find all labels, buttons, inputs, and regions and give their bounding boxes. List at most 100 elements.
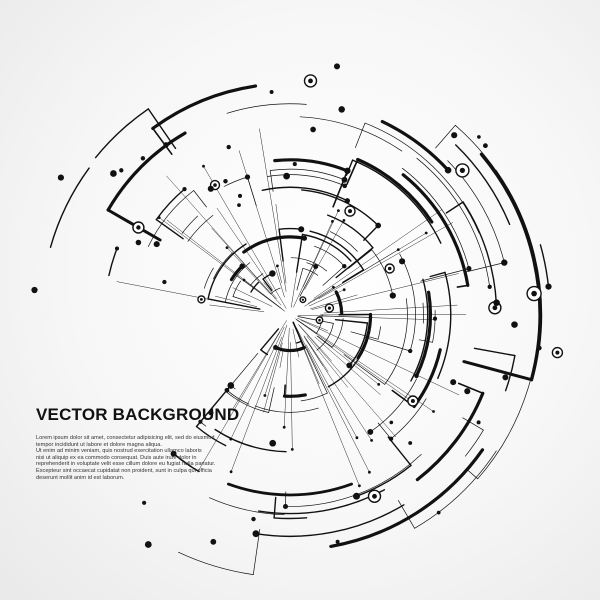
circuit-trace bbox=[155, 218, 184, 240]
circuit-trace bbox=[300, 319, 460, 396]
circuit-trace bbox=[432, 310, 436, 343]
body-copy: Lorem ipsum dolor sit amet, consectetur … bbox=[36, 435, 246, 481]
circuit-node bbox=[263, 394, 267, 397]
circuit-trace bbox=[263, 282, 277, 299]
circuit-node bbox=[162, 279, 167, 285]
body-line: tempor incididunt ut labore et dolore ma… bbox=[36, 441, 162, 448]
circuit-trace bbox=[233, 320, 287, 409]
circuit-trace bbox=[268, 387, 275, 413]
circuit-node bbox=[182, 187, 187, 192]
circuit-trace bbox=[297, 317, 328, 331]
circuit-trace bbox=[261, 186, 348, 202]
circuit-trace bbox=[187, 215, 214, 242]
circuit-trace bbox=[356, 157, 434, 224]
circuit-trace bbox=[327, 214, 374, 249]
circuit-node bbox=[223, 178, 228, 184]
circuit-node bbox=[432, 410, 435, 413]
circuit-node bbox=[408, 441, 413, 445]
circuit-trace bbox=[147, 190, 195, 247]
circuit-node bbox=[487, 284, 492, 289]
circuit-node bbox=[342, 263, 347, 269]
circuit-trace bbox=[308, 327, 409, 400]
circuit-node bbox=[237, 203, 241, 207]
circuit-trace bbox=[108, 247, 118, 277]
circuit-node bbox=[369, 315, 373, 319]
circuit-trace bbox=[301, 233, 352, 262]
circuit-node bbox=[251, 516, 256, 522]
circuit-node bbox=[355, 436, 359, 440]
circuit-trace bbox=[181, 215, 198, 234]
circuit-node bbox=[338, 106, 345, 113]
circuit-trace bbox=[309, 230, 365, 271]
circuit-trace bbox=[260, 328, 280, 351]
circuit-trace bbox=[298, 325, 397, 438]
circuit-node bbox=[282, 425, 286, 429]
circuit-node bbox=[141, 500, 147, 505]
circuit-node bbox=[424, 231, 428, 235]
circuit-node bbox=[377, 383, 381, 386]
circuit-trace bbox=[298, 324, 332, 362]
circuit-node bbox=[114, 246, 120, 251]
circuit-node bbox=[444, 166, 452, 174]
circuit-node bbox=[502, 374, 509, 381]
circuit-node bbox=[370, 439, 373, 442]
circuit-node bbox=[501, 259, 508, 266]
circuit-trace bbox=[226, 103, 307, 114]
circuit-trace bbox=[250, 281, 260, 293]
circuit-node bbox=[368, 470, 371, 474]
circuit-trace bbox=[355, 464, 412, 497]
circuit-node bbox=[157, 216, 161, 220]
circuit-node bbox=[119, 168, 124, 173]
circuit-trace bbox=[269, 168, 345, 181]
circuit-trace bbox=[303, 335, 329, 372]
circuit-trace bbox=[462, 417, 484, 431]
circuit-trace bbox=[334, 290, 344, 315]
circuit-node bbox=[242, 278, 246, 282]
body-line: nisi ut aliquip ex ea commodo consequat.… bbox=[36, 454, 197, 461]
circuit-trace bbox=[345, 159, 354, 176]
circuit-trace bbox=[107, 144, 167, 211]
circuit-trace bbox=[299, 116, 403, 152]
circuit-node bbox=[342, 219, 346, 222]
circuit-trace bbox=[343, 354, 386, 385]
circuit-trace bbox=[298, 335, 360, 487]
circuit-node bbox=[358, 484, 361, 488]
circuit-trace bbox=[462, 201, 498, 305]
circuit-trace bbox=[278, 227, 302, 230]
circuit-trace bbox=[310, 294, 358, 310]
circuit-trace bbox=[369, 378, 417, 433]
circuit-node-core bbox=[200, 298, 203, 301]
circuit-trace bbox=[355, 122, 366, 148]
circuit-trace bbox=[226, 389, 250, 405]
circuit-node-core bbox=[136, 225, 141, 230]
circuit-trace bbox=[166, 219, 281, 308]
circuit-trace bbox=[292, 328, 300, 358]
circuit-node-core bbox=[318, 318, 321, 322]
circuit-node-core bbox=[555, 350, 560, 355]
circuit-trace bbox=[213, 252, 233, 280]
circuit-trace bbox=[255, 504, 405, 538]
circuit-node bbox=[290, 448, 294, 451]
circuit-node bbox=[450, 379, 457, 386]
body-line: Excepteur sint occaecat cupidatat non pr… bbox=[36, 467, 212, 474]
circuit-trace bbox=[216, 207, 273, 290]
circuit-trace bbox=[307, 287, 334, 304]
circuit-node bbox=[208, 410, 214, 416]
circuit-trace bbox=[311, 273, 459, 310]
circuit-node-core bbox=[213, 183, 217, 187]
circuit-trace bbox=[435, 124, 456, 149]
circuit-trace bbox=[230, 326, 285, 440]
circuit-trace bbox=[317, 335, 333, 348]
circuit-trace bbox=[479, 152, 542, 382]
circuit-trace bbox=[209, 497, 285, 516]
circuit-trace bbox=[323, 304, 458, 314]
circuit-trace bbox=[227, 482, 353, 497]
circuit-node bbox=[140, 156, 146, 161]
circuit-node-core bbox=[327, 306, 331, 310]
circuit-trace bbox=[331, 318, 344, 348]
circuit-node bbox=[389, 292, 396, 299]
body-line: reprehenderit in voluptate velit esse ci… bbox=[36, 461, 216, 468]
circuit-trace bbox=[364, 122, 480, 234]
circuit-trace bbox=[290, 257, 328, 272]
circuit-trace bbox=[364, 337, 411, 352]
